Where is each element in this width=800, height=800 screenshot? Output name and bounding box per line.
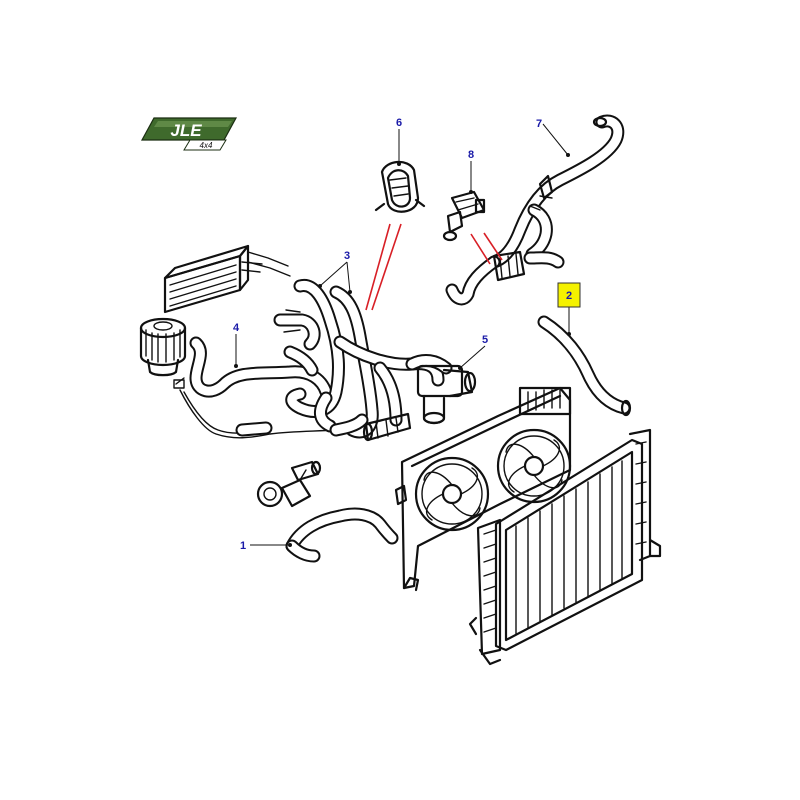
callout-2: 2	[566, 290, 572, 302]
radiator	[468, 428, 662, 666]
logo-subtext: 4x4	[200, 141, 213, 150]
leader-3a	[319, 261, 348, 287]
red-pointer-lines	[365, 223, 503, 311]
callout-6: 6	[396, 117, 402, 129]
callout-2-highlight	[557, 282, 581, 308]
expansion-tank-cap	[139, 317, 187, 377]
sensor-8	[442, 190, 486, 242]
callout-5: 5	[482, 334, 488, 346]
callout-8: 8	[468, 149, 474, 161]
coolant-housing-5	[362, 354, 477, 442]
heater-matrix	[163, 244, 291, 314]
clamp-6	[374, 160, 426, 213]
leader-3b	[346, 261, 351, 293]
callout-3: 3	[344, 250, 350, 262]
callout-labels: 1 2 3 4 5 6 7 8	[233, 117, 581, 552]
red-pointer-8a	[470, 233, 491, 265]
thermostat-housing	[256, 460, 322, 508]
leader-lines	[234, 123, 571, 547]
leader-5	[459, 345, 486, 369]
callout-7: 7	[536, 118, 542, 130]
jle-logo: JLE 4x4	[140, 117, 238, 151]
leader-7	[542, 123, 569, 156]
hose-4	[173, 336, 353, 439]
red-pointer-8b	[483, 232, 503, 261]
red-pointer-6b	[371, 223, 402, 311]
hose-7	[445, 114, 625, 306]
callout-4: 4	[233, 322, 240, 334]
hose-2	[537, 315, 632, 417]
hose-1	[285, 507, 399, 563]
callout-1: 1	[240, 540, 246, 552]
fan-cowl	[394, 386, 572, 592]
logo-text: JLE	[170, 121, 202, 140]
red-pointer-6a	[365, 223, 391, 311]
